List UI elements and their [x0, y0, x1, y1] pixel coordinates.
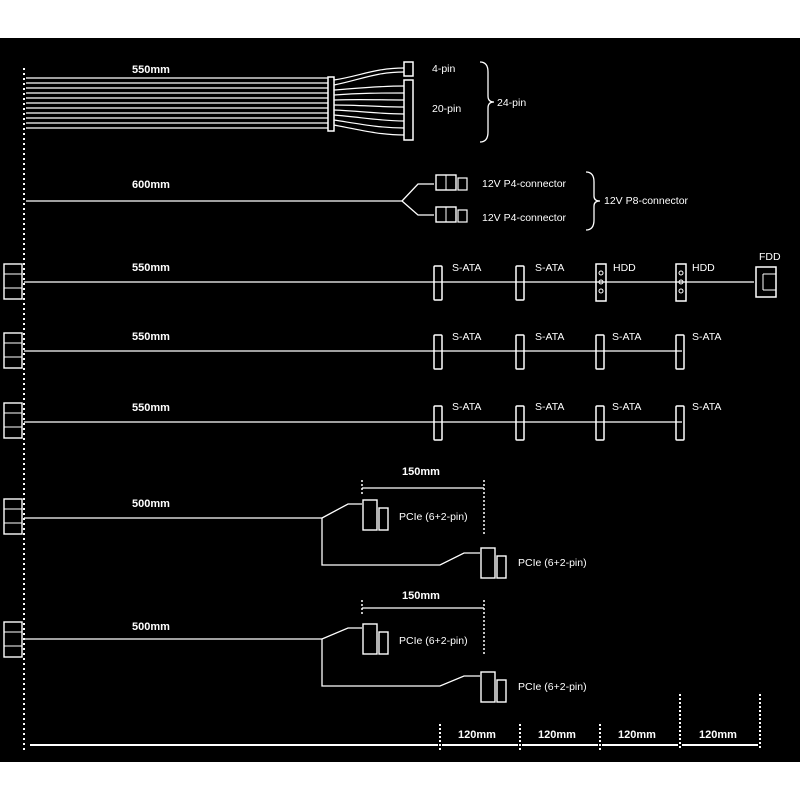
branch-length: 150mm [402, 466, 440, 478]
molex-connector [595, 263, 607, 302]
label-p4-bottom: 12V P4-connector [482, 212, 567, 224]
label-connector: S-ATA [692, 401, 721, 413]
label-connector: S-ATA [452, 262, 481, 274]
pcie-connector [362, 499, 389, 531]
label-connector: S-ATA [612, 401, 641, 413]
label-pcie: PCIe (6+2-pin) [518, 681, 587, 693]
cable-sata-b-length: 550mm [132, 402, 170, 414]
label-20pin: 20-pin [432, 103, 461, 115]
label-connector: S-ATA [452, 401, 481, 413]
cable-pcie-b-length: 500mm [132, 621, 170, 633]
cable-diagram: 550mm 4-pin 20-pin 24-pin 600mm 12V P4-c… [0, 38, 800, 762]
connector-p4-top [435, 174, 468, 191]
diagram-canvas: 550mm 4-pin 20-pin 24-pin 600mm 12V P4-c… [3, 61, 781, 753]
spacing-label: 120mm [458, 729, 496, 741]
spacing-label: 120mm [618, 729, 656, 741]
label-24pin: 24-pin [497, 97, 526, 109]
connector-4pin [403, 61, 414, 77]
bracket-24pin [479, 61, 495, 143]
cable-24pin: 550mm 4-pin 20-pin 24-pin [26, 61, 526, 143]
label-4pin: 4-pin [432, 63, 456, 75]
sata-connector [515, 405, 525, 441]
sata-connector [433, 405, 443, 441]
label-connector: HDD [692, 262, 715, 274]
sata-connector [595, 405, 605, 441]
label-connector: S-ATA [692, 331, 721, 343]
sata-connector [433, 265, 443, 301]
cable-p8-length: 600mm [132, 179, 170, 191]
branch-length: 150mm [402, 590, 440, 602]
cable-24pin-wires [26, 77, 328, 129]
cable-pcie-b: 500mm 150mm PCIe (6+2-pin) PCIe (6+2-pin… [3, 590, 587, 703]
modular-plug [3, 402, 23, 439]
cable-24pin-length: 550mm [132, 64, 170, 76]
label-connector: S-ATA [452, 331, 481, 343]
label-p8: 12V P8-connector [604, 195, 689, 207]
sata-connector [433, 334, 443, 370]
spacing-label: 120mm [699, 729, 737, 741]
label-connector: FDD [759, 251, 781, 263]
label-connector: S-ATA [535, 401, 564, 413]
spacing-label: 120mm [538, 729, 576, 741]
connector-p4-bottom [435, 206, 468, 223]
pcie-connector [480, 547, 507, 579]
sata-connector [675, 405, 685, 441]
cable-sata-a: 550mm S-ATA S-ATA S-ATA S-ATA [3, 331, 721, 370]
fdd-connector [755, 266, 777, 298]
pcie-connector [362, 623, 389, 655]
bracket-p8 [585, 171, 601, 231]
sata-connector [595, 334, 605, 370]
label-connector: S-ATA [535, 262, 564, 274]
label-connector: S-ATA [612, 331, 641, 343]
label-p4-top: 12V P4-connector [482, 178, 567, 190]
sata-connector [675, 334, 685, 370]
cable-sata-a-length: 550mm [132, 331, 170, 343]
label-pcie: PCIe (6+2-pin) [399, 635, 468, 647]
cable-24pin-fan [333, 67, 405, 136]
molex-connector [675, 263, 687, 302]
cable-pcie-a: 500mm 150mm PCIe (6+2-pin) PCIe (6+2-pin… [3, 466, 587, 579]
modular-plug [3, 263, 23, 300]
label-pcie: PCIe (6+2-pin) [518, 557, 587, 569]
cable-24pin-sleeve [327, 76, 335, 132]
label-connector: HDD [613, 262, 636, 274]
spacing-ruler: 120mm 120mm 120mm 120mm [30, 694, 761, 750]
cable-sata-molex-length: 550mm [132, 262, 170, 274]
modular-plug [3, 332, 23, 369]
connector-20pin [403, 79, 414, 141]
pcie-connector [480, 671, 507, 703]
label-pcie: PCIe (6+2-pin) [399, 511, 468, 523]
cable-sata-b: 550mm S-ATA S-ATA S-ATA S-ATA [3, 401, 721, 441]
sata-connector [515, 334, 525, 370]
modular-plug [3, 621, 23, 658]
label-connector: S-ATA [535, 331, 564, 343]
cable-sata-molex: 550mm S-ATA S-ATA HDD HDD FDD [3, 251, 781, 302]
sata-connector [515, 265, 525, 301]
modular-plug [3, 498, 23, 535]
cable-pcie-a-length: 500mm [132, 498, 170, 510]
cable-p8: 600mm 12V P4-connector 12V P4-connector … [26, 171, 689, 231]
